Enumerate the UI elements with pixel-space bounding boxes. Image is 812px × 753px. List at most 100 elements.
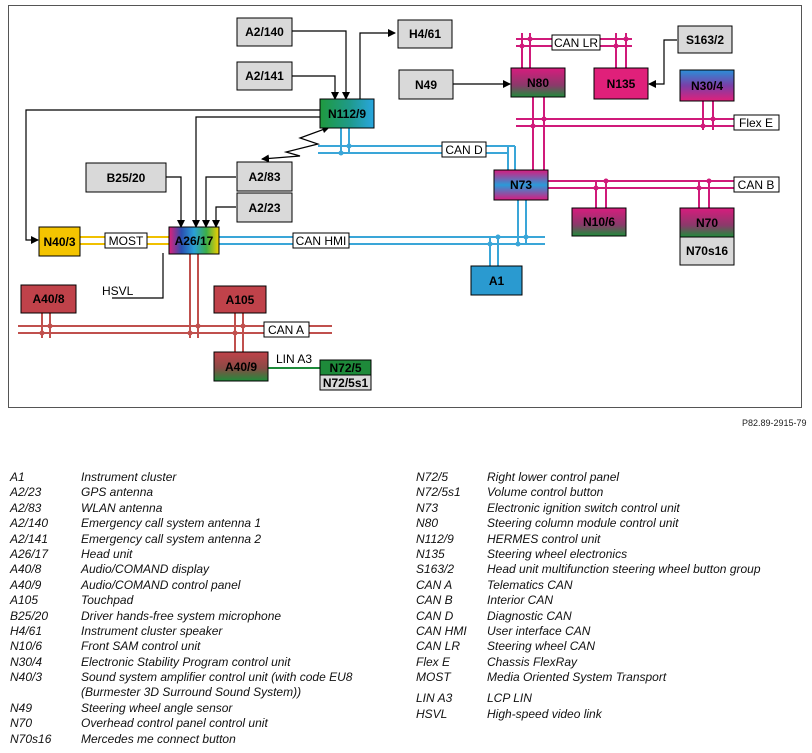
legend-code: N135: [416, 546, 445, 561]
legend-code: Flex E: [416, 654, 451, 669]
legend-description: High-speed video link: [487, 706, 602, 721]
component-N49: N49: [398, 69, 454, 100]
legend-row: N10/6 Front SAM control unit: [10, 639, 400, 654]
legend-description: Front SAM control unit: [81, 639, 201, 654]
legend-code: A2/141: [10, 531, 49, 546]
component-N30-4: N30/4: [679, 69, 735, 102]
svg-text:A26/17: A26/17: [175, 234, 214, 248]
legend-description: Audio/COMAND display: [81, 562, 210, 577]
svg-text:N73: N73: [510, 178, 532, 192]
legend-description: Steering column module control unit: [487, 516, 679, 531]
component-N72-5s1: N72/5s1: [319, 374, 372, 391]
legend-description: Emergency call system antenna 1: [81, 516, 262, 531]
legend-description: Telematics CAN: [487, 577, 573, 592]
svg-text:MOST: MOST: [109, 234, 144, 248]
legend-code: CAN B: [416, 593, 453, 608]
legend-code: N80: [416, 516, 439, 531]
component-N135: N135: [593, 67, 649, 100]
component-A2-83: A2/83: [236, 161, 293, 192]
legend-code: N73: [416, 500, 439, 515]
legend-code: HSVL: [416, 706, 448, 721]
component-N70s16: N70s16: [679, 236, 735, 266]
legend-code: N112/9: [416, 531, 454, 546]
component-A1: A1: [470, 265, 523, 296]
svg-text:N40/3: N40/3: [43, 235, 75, 249]
figure-reference: P82.89-2915-79: [742, 418, 807, 428]
svg-text:A40/8: A40/8: [32, 292, 64, 306]
legend-description: Instrument cluster speaker: [81, 623, 223, 638]
component-N40-3: N40/3: [38, 226, 81, 257]
svg-text:Flex E: Flex E: [739, 116, 773, 130]
svg-text:CAN A: CAN A: [268, 323, 304, 337]
legend-code: A26/17: [10, 546, 49, 561]
component-N70: N70: [679, 207, 735, 238]
legend-code: CAN D: [416, 608, 454, 623]
legend-code: N40/3: [10, 670, 43, 685]
svg-text:A2/141: A2/141: [245, 69, 284, 83]
legend-code: A40/8: [10, 562, 42, 577]
legend-description: Right lower control panel: [487, 470, 620, 484]
legend-description: Overhead control panel control unit: [81, 716, 268, 731]
component-S163-2: S163/2: [677, 25, 733, 54]
lin-a3-label: LIN A3: [276, 352, 312, 366]
legend-description: Steering wheel CAN: [487, 639, 596, 654]
flex-e-label: Flex E: [733, 114, 780, 131]
legend-code: A2/140: [10, 516, 49, 531]
can-lr-label: CAN LR: [551, 34, 601, 51]
svg-text:A40/9: A40/9: [225, 360, 257, 374]
component-N73: N73: [493, 169, 549, 201]
legend-description: Driver hands-free system microphone: [81, 608, 282, 623]
svg-text:CAN LR: CAN LR: [554, 36, 598, 50]
legend-row: N40/3 Sound system amplifier control unit…: [10, 670, 400, 701]
svg-text:A2/83: A2/83: [248, 170, 280, 184]
diagram-frame: [8, 5, 802, 408]
legend-code: H4/61: [10, 623, 43, 638]
legend-code: CAN HMI: [416, 623, 467, 638]
signal-lines: [25, 29, 677, 299]
legend-description: Instrument cluster: [81, 470, 177, 484]
legend-code: N72/5: [416, 470, 449, 484]
svg-text:N10/6: N10/6: [583, 215, 615, 229]
svg-text:N72/5s1: N72/5s1: [323, 376, 369, 390]
component-A2-23: A2/23: [236, 192, 293, 223]
legend-row: N80 Steering column module control unit: [416, 516, 806, 531]
component-A40-9: A40/9: [213, 351, 269, 382]
legend-row: A40/8 Audio/COMAND display: [10, 562, 400, 577]
can-d-label: CAN D: [441, 141, 487, 158]
legend-description: Media Oriented System Transport: [487, 670, 667, 685]
component-A26-17: A26/17: [168, 226, 220, 255]
legend-description: Steering wheel electronics: [487, 546, 628, 561]
hsvl-label: HSVL: [102, 284, 134, 298]
component-A40-8: A40/8: [20, 284, 77, 314]
legend-description: Volume control button: [487, 485, 604, 500]
legend-code: N72/5s1: [416, 485, 461, 500]
legend-row: N135 Steering wheel electronics: [416, 547, 806, 562]
legend-code: B25/20: [10, 608, 49, 623]
legend-description: Interior CAN: [487, 593, 554, 608]
network-diagram: CAN LR Flex E CAN D CAN B CAN HMI MOST H…: [8, 5, 802, 408]
legend-description: GPS antenna: [81, 485, 154, 500]
svg-text:CAN D: CAN D: [445, 143, 483, 157]
svg-text:A1: A1: [489, 274, 505, 288]
svg-text:N112/9: N112/9: [328, 107, 366, 121]
legend-description: Sound system amplifier control unit (wit…: [81, 670, 353, 700]
legend-description: Electronic ignition switch control unit: [487, 500, 680, 515]
can-hmi-label: CAN HMI: [292, 232, 350, 249]
svg-text:A105: A105: [226, 293, 255, 307]
svg-text:A2/140: A2/140: [245, 25, 284, 39]
component-A105: A105: [213, 285, 267, 314]
component-H4-61: H4/61: [397, 19, 453, 49]
legend-code: N70: [10, 716, 33, 731]
legend-code: N10/6: [10, 639, 43, 654]
